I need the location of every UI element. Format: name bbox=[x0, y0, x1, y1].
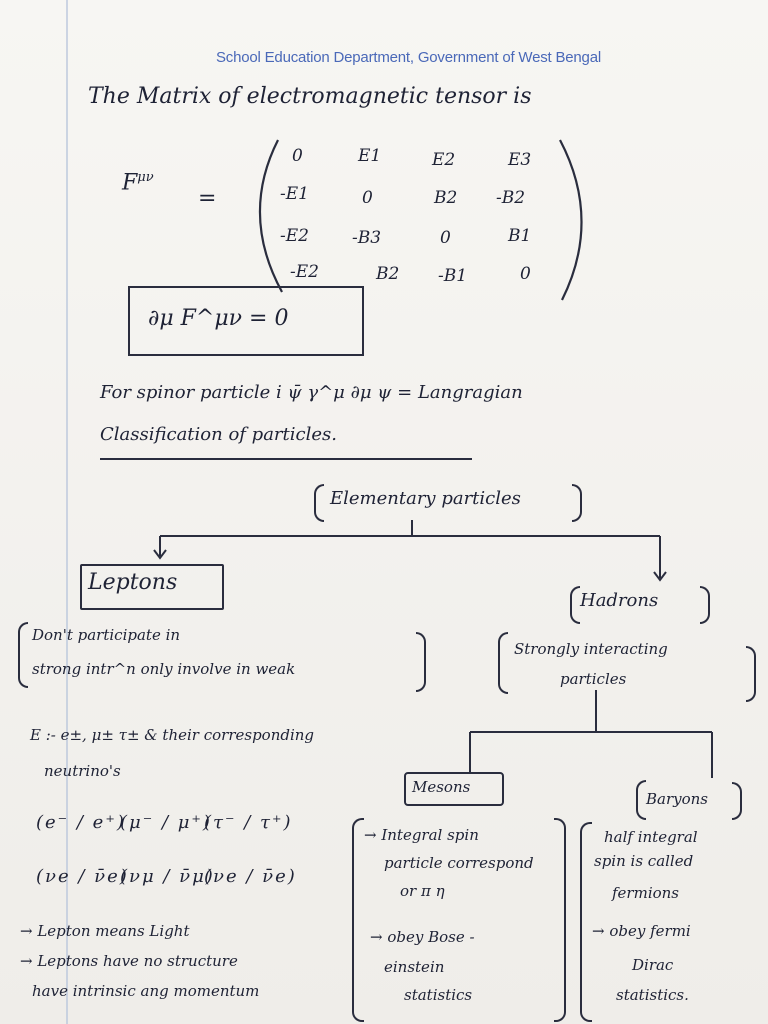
baryon-note: spin is called bbox=[594, 852, 694, 870]
hadrons-desc-bracket-right bbox=[746, 646, 756, 702]
hadrons-bracket-left bbox=[570, 586, 580, 624]
leptons-box bbox=[80, 564, 224, 610]
leptons-desc-line1: Don't participate in bbox=[32, 626, 181, 644]
neutrino-doublet: (νe / ν̄e) bbox=[36, 866, 129, 887]
boxed-equation-frame bbox=[128, 286, 364, 356]
page-header: School Education Department, Government … bbox=[216, 49, 601, 66]
lepton-note: → Lepton means Light bbox=[20, 922, 190, 940]
lepton-doublet: (τ⁻ / τ⁺) bbox=[204, 812, 293, 833]
matrix-cell: 0 bbox=[362, 188, 373, 208]
leptons-example-line1: E :- e±, μ± τ± & their corresponding bbox=[30, 726, 315, 744]
baryon-note: → obey fermi bbox=[592, 922, 691, 940]
lepton-note: have intrinsic ang momentum bbox=[32, 982, 260, 1000]
matrix-cell: B2 bbox=[376, 264, 400, 284]
leptons-desc-bracket-right bbox=[416, 632, 426, 692]
margin-line bbox=[66, 0, 68, 1024]
tensor-superscript: μν bbox=[137, 170, 154, 185]
lepton-doublet: (e⁻ / e⁺) bbox=[36, 812, 126, 833]
meson-note: → obey Bose - bbox=[370, 928, 475, 946]
meson-note: statistics bbox=[404, 986, 473, 1004]
matrix-cell: -B2 bbox=[496, 188, 526, 208]
baryon-note: Dirac bbox=[632, 956, 674, 974]
classification-line: Classification of particles. bbox=[100, 424, 337, 445]
matrix-equals: = bbox=[198, 186, 217, 211]
meson-note: particle correspond bbox=[384, 854, 534, 872]
mesons-title: Mesons bbox=[412, 778, 471, 796]
baryons-bracket-left bbox=[636, 780, 646, 820]
root-label: Elementary particles bbox=[330, 488, 521, 509]
tensor-symbol: Fμν bbox=[122, 170, 154, 195]
baryons-title: Baryons bbox=[646, 790, 708, 808]
mesons-box bbox=[404, 772, 504, 806]
matrix-cell: 0 bbox=[292, 146, 303, 166]
matrix-cell: -B1 bbox=[438, 266, 468, 286]
leptons-title: Leptons bbox=[88, 570, 178, 595]
hadrons-bracket-right bbox=[700, 586, 710, 624]
matrix-cell: -E1 bbox=[280, 184, 309, 204]
mesons-notes-bracket-left bbox=[352, 818, 364, 1022]
neutrino-doublet: (νμ / ν̄μ) bbox=[120, 866, 215, 887]
meson-note: einstein bbox=[384, 958, 445, 976]
classification-underline bbox=[100, 458, 472, 460]
matrix-cell: E3 bbox=[508, 150, 532, 170]
hadrons-desc-line1: Strongly interacting bbox=[514, 640, 668, 658]
baryon-note: fermions bbox=[612, 884, 680, 902]
baryon-note: statistics. bbox=[616, 986, 689, 1004]
leptons-example-line2: neutrino's bbox=[44, 762, 121, 780]
matrix-cell: -B3 bbox=[352, 228, 382, 248]
hadrons-title: Hadrons bbox=[580, 590, 659, 611]
matrix-cell: B2 bbox=[434, 188, 458, 208]
leptons-desc-line2: strong intr^n only involve in weak bbox=[32, 660, 296, 678]
meson-note: → Integral spin bbox=[364, 826, 479, 844]
spinor-line: For spinor particle i ψ̄ γ^μ ∂μ ψ = Lang… bbox=[100, 382, 523, 403]
hadrons-desc-line2: particles bbox=[560, 670, 627, 688]
matrix-cell: 0 bbox=[440, 228, 451, 248]
mesons-notes-bracket-right bbox=[554, 818, 566, 1022]
baryons-bracket-right bbox=[732, 782, 742, 820]
title-line: The Matrix of electromagnetic tensor is bbox=[88, 84, 532, 109]
matrix-cell: B1 bbox=[508, 226, 532, 246]
matrix-cell: E1 bbox=[358, 146, 382, 166]
root-bracket-left bbox=[314, 484, 324, 522]
boxed-equation: ∂μ F^μν = 0 bbox=[148, 306, 289, 331]
matrix-cell: 0 bbox=[520, 264, 531, 284]
lepton-note: → Leptons have no structure bbox=[20, 952, 238, 970]
lepton-doublet: (μ⁻ / μ⁺) bbox=[120, 812, 212, 833]
baryon-note: half integral bbox=[604, 828, 698, 846]
baryons-notes-bracket-left bbox=[580, 822, 592, 1022]
meson-note: or π η bbox=[400, 882, 445, 900]
matrix-cell: -E2 bbox=[280, 226, 309, 246]
neutrino-doublet: (νe / ν̄e) bbox=[204, 866, 297, 887]
leptons-desc-bracket-left bbox=[18, 622, 28, 688]
matrix-cell: -E2 bbox=[290, 262, 319, 282]
matrix-cell: E2 bbox=[432, 150, 456, 170]
tensor-letter: F bbox=[122, 170, 138, 196]
hadrons-desc-bracket-left bbox=[498, 632, 508, 694]
